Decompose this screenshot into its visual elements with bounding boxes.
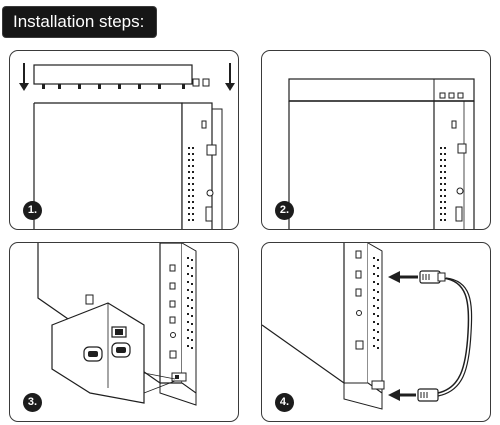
step-3-illustration [37, 243, 197, 406]
step-2-badge: 2. [275, 201, 294, 220]
down-arrow-icon [19, 63, 29, 91]
installation-steps-title: Installation steps: [3, 7, 156, 37]
down-arrow-icon [225, 63, 235, 91]
step-4-illustration [262, 243, 473, 410]
step-1-badge: 1. [23, 201, 42, 220]
left-arrow-icon [388, 389, 416, 401]
step-2-illustration [288, 78, 475, 229]
step-1-panel: 1. [9, 50, 239, 230]
step-3-panel: 3. [9, 242, 239, 422]
step-4-badge: 4. [275, 393, 294, 412]
step-1-illustration [19, 63, 235, 229]
step-4-panel: 4. [261, 242, 491, 422]
step-3-badge: 3. [23, 393, 42, 412]
step-2-panel: 2. [261, 50, 491, 230]
left-arrow-icon [388, 271, 418, 283]
